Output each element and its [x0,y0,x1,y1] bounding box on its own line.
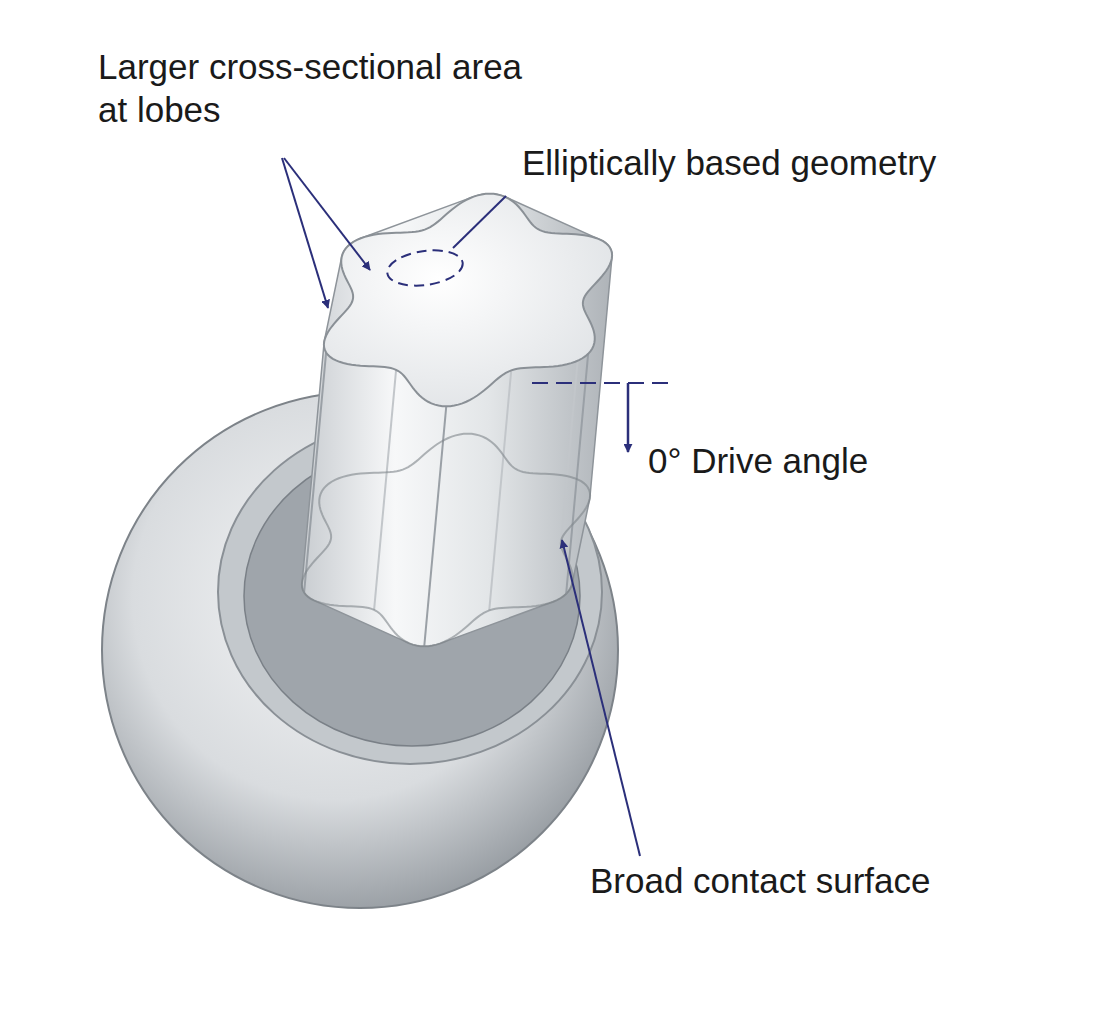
angle-arrow [627,383,630,452]
callout-label: Broad contact surface [590,860,930,903]
leader-line [284,158,370,270]
leader-line [282,158,328,308]
bit-body [302,194,612,647]
reference-line [532,382,672,384]
bit-top-face [324,194,612,407]
flute-line [374,370,396,610]
callout-label: Larger cross-sectional area at lobes [98,46,538,131]
leader-line [453,196,506,248]
ellipse-guide [385,246,465,290]
flute-line [566,354,588,594]
callout-label: 0° Drive angle [648,440,868,483]
leader-lines [282,158,672,856]
bit-bottom-outline [302,434,590,647]
flute-line [489,370,511,610]
callout-label: Elliptically based geometry [522,142,936,185]
driver-bit [302,194,612,647]
flute-line [304,352,326,592]
leader-line [562,540,640,856]
flute-line [424,406,446,646]
